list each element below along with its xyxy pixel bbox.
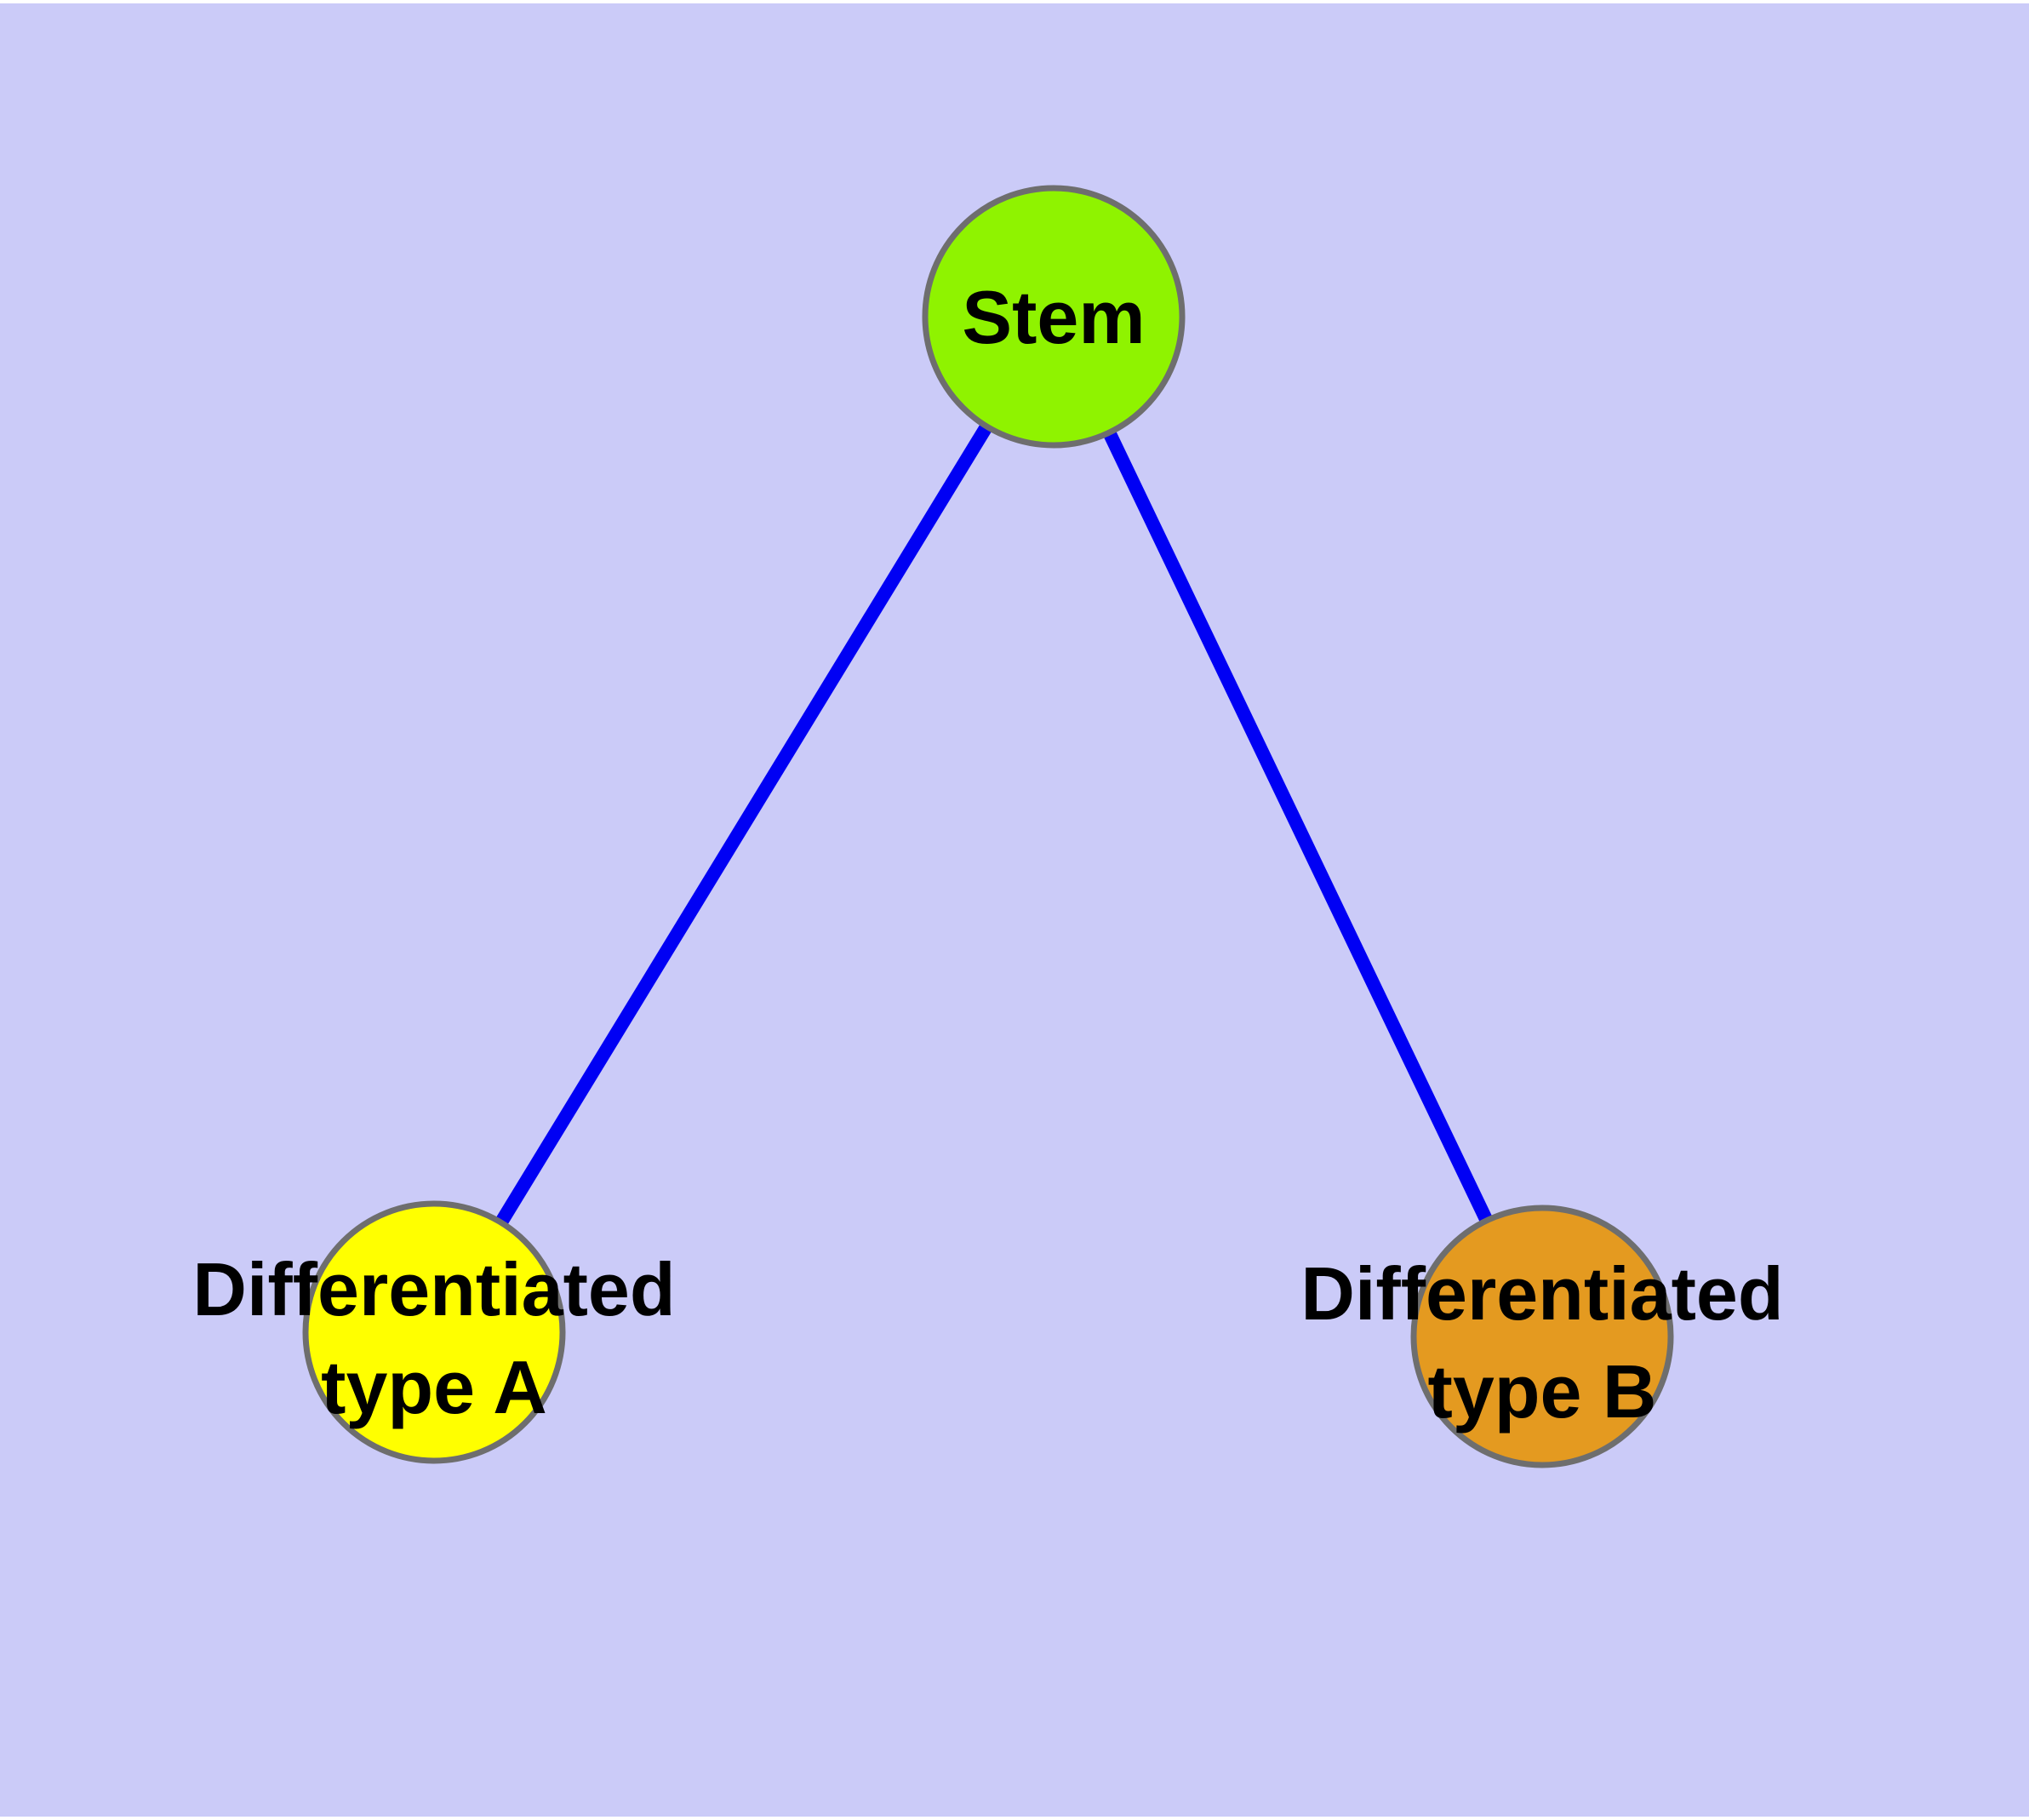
node-type-b xyxy=(1410,1205,1674,1468)
edge-stem-to-type-b xyxy=(1047,313,1549,1340)
node-type-b-label-line-1: Differentiated xyxy=(1300,1251,1783,1336)
node-type-a xyxy=(302,1200,566,1464)
node-stem-label: Stem xyxy=(962,275,1145,359)
node-type-b-label-line-2: type B xyxy=(1428,1349,1657,1434)
node-stem xyxy=(922,185,1186,449)
node-type-a-label-line-1: Differentiated xyxy=(192,1247,675,1331)
node-type-a-label-line-2: type A xyxy=(321,1345,547,1429)
edge-stem-to-type-a xyxy=(428,312,1060,1336)
